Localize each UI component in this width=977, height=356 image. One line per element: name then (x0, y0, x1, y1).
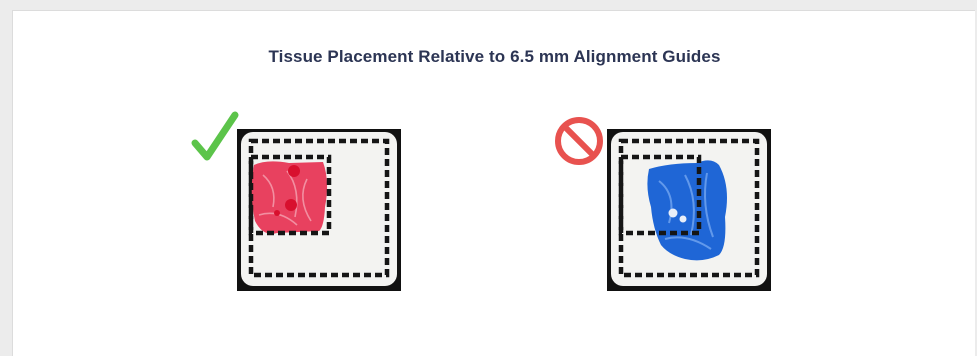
checkmark-icon (191, 111, 241, 165)
prohibited-icon (553, 115, 605, 167)
tissue-section (252, 161, 327, 233)
correct-placement-panel (191, 107, 411, 293)
figure-title: Tissue Placement Relative to 6.5 mm Alig… (13, 47, 976, 67)
figure-card: Tissue Placement Relative to 6.5 mm Alig… (12, 10, 975, 356)
incorrect-placement-panel (551, 107, 777, 293)
incorrect-slide-image (607, 129, 771, 291)
correct-slide-image (237, 129, 401, 291)
